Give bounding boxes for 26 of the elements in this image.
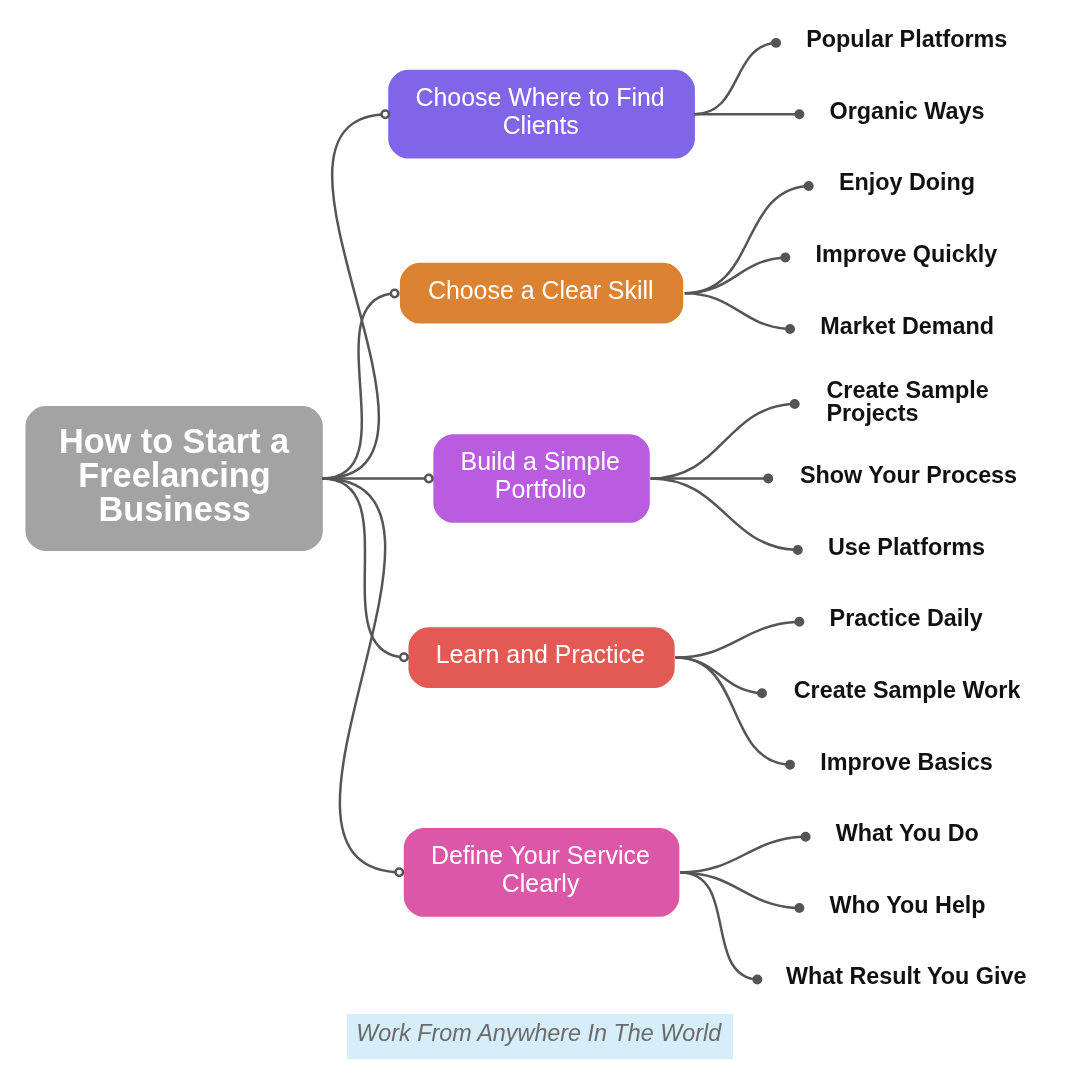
node-text: What Result You Give	[785, 963, 1027, 990]
node-box: Choose a Clear Skill	[399, 262, 684, 324]
node-box: Choose Where to Find Clients	[388, 69, 695, 159]
node-text: Show Your Process	[800, 462, 1018, 489]
node-text: Market Demand	[820, 312, 995, 339]
node-box: Learn and Practice	[408, 627, 675, 688]
connector	[684, 292, 795, 334]
node-text: What You Do	[835, 820, 979, 847]
connector	[679, 871, 763, 985]
node-text: Enjoy Doing	[838, 169, 976, 196]
connector	[675, 656, 795, 770]
node-text: Create Sample Work	[793, 677, 1021, 704]
caption: Work From Anywhere In The World	[356, 1020, 722, 1047]
connector	[650, 477, 803, 555]
node-text: Improve Quickly	[815, 241, 998, 268]
node-text: Use Platforms	[828, 533, 986, 560]
node-text: Popular Platforms	[806, 26, 1008, 53]
connector	[694, 109, 805, 120]
node-text: Improve Basics	[820, 748, 993, 775]
node-text: Who You Help	[829, 891, 986, 918]
node-text: Create Sample Projects	[826, 376, 989, 426]
node-box: Define Your Service Clearly	[403, 828, 680, 917]
node-text: Organic Ways	[829, 97, 985, 124]
node-box: Build a Simple Portfolio	[433, 434, 650, 523]
node-box: How to Start a Freelancing Business	[25, 406, 323, 551]
node-text: Practice Daily	[829, 605, 983, 632]
